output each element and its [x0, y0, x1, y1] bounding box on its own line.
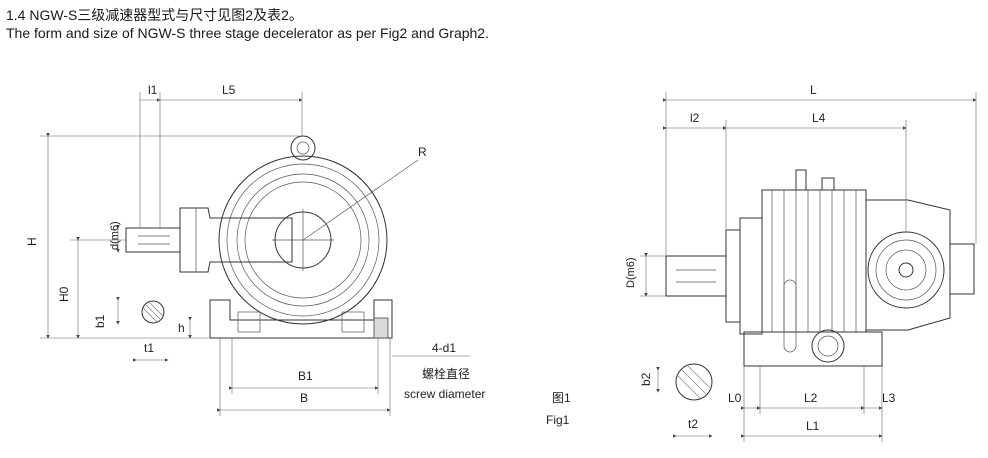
- fig1-bolt-english: screw diameter: [404, 387, 485, 401]
- fig1-label-B1: B1: [298, 369, 313, 383]
- fig1-caption-english: Fig1: [546, 413, 570, 427]
- fig2-output-shaft: [665, 255, 727, 297]
- fig1-lifting-eye: [290, 135, 316, 161]
- fig2-label-t2: t2: [688, 417, 698, 431]
- fig2-label-L2: L2: [804, 391, 818, 405]
- fig1-side-view: [40, 92, 470, 416]
- fig1-label-l1: l1: [148, 83, 158, 97]
- fig1-label-H: H: [25, 237, 39, 246]
- fig1-housing-outer: [218, 155, 388, 325]
- fig2-label-L1: L1: [806, 419, 820, 433]
- fig1-label-R: R: [418, 145, 427, 159]
- fig2-input-shaft: [949, 243, 975, 295]
- fig2-right-casing: [865, 199, 951, 331]
- fig2-label-L3: L3: [882, 391, 896, 405]
- fig1-label-B: B: [300, 391, 308, 405]
- page-header: 1.4 NGW-S三级减速器型式与尺寸见图2及表2。 The form and …: [6, 6, 489, 42]
- fig2-keyway-section: [675, 363, 713, 401]
- fig2-input-cover: [867, 231, 945, 309]
- fig1-label-bolt: 4-d1: [432, 341, 456, 355]
- fig1-label-L5: L5: [222, 83, 236, 97]
- fig1-bolt-chinese: 螺栓直径: [422, 366, 470, 381]
- fig2-finned-body: [761, 189, 867, 333]
- fig2-front-view: [640, 92, 977, 442]
- fig1-label-b1: b1: [93, 314, 107, 328]
- title-chinese: 1.4 NGW-S三级减速器型式与尺寸见图2及表2。: [6, 7, 303, 23]
- fig1-label-t1: t1: [144, 341, 154, 355]
- fig1-keyway-section: [141, 300, 165, 324]
- fig1-base-feet: [209, 299, 393, 339]
- fig2-label-b2: b2: [639, 372, 653, 386]
- fig1-input-housing: [179, 207, 293, 273]
- fig1-input-shaft: [125, 227, 181, 253]
- title-english: The form and size of NGW-S three stage d…: [6, 25, 489, 41]
- fig1-label-d: d(m6): [109, 221, 121, 250]
- fig2-label-L: L: [810, 83, 817, 97]
- fig1-label-H0: H0: [57, 286, 71, 302]
- fig1-label-h: h: [178, 321, 185, 335]
- fig2-label-L0: L0: [728, 391, 742, 405]
- fig2-label-l2: l2: [690, 111, 700, 125]
- fig2-label-L4: L4: [812, 111, 826, 125]
- fig2-base: [743, 331, 883, 367]
- fig2-label-D: D(m6): [625, 257, 637, 288]
- fig1-caption-chinese: 图1: [552, 391, 571, 405]
